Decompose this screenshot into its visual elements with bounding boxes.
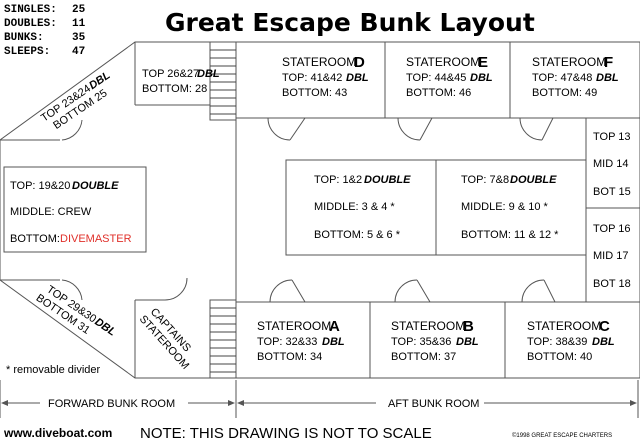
stateroom-d-letter: D xyxy=(354,54,365,71)
removable-divider-note: * removable divider xyxy=(6,364,100,376)
right-bunk-mid-17: MID 17 xyxy=(593,250,628,262)
aft-bunk-room-label: AFT BUNK ROOM xyxy=(388,398,479,410)
stateroom-f-top: TOP: 47&48 xyxy=(532,72,592,84)
stateroom-a: STATEROOM A TOP: 32&33 DBL BOTTOM: 34 xyxy=(257,318,345,363)
doors xyxy=(61,117,556,303)
center-left-top: TOP: 1&2 xyxy=(314,174,362,186)
stateroom-c-name: STATEROOM xyxy=(527,319,601,333)
stateroom-f-bottom: BOTTOM: 49 xyxy=(532,87,597,99)
center-right-middle: MIDDLE: 9 & 10 * xyxy=(461,201,549,213)
stat-doubles-value: 11 xyxy=(72,18,86,30)
room-extents: FORWARD BUNK ROOM AFT BUNK ROOM xyxy=(0,380,639,418)
center-right-double: DOUBLE xyxy=(510,174,557,186)
stat-singles-label: SINGLES: xyxy=(4,4,57,16)
stateroom-a-name: STATEROOM xyxy=(257,319,331,333)
footer-note: NOTE: THIS DRAWING IS NOT TO SCALE xyxy=(140,425,432,442)
forward-left-bottom-divemaster: DIVEMASTER xyxy=(60,233,132,245)
stateroom-d-bottom: BOTTOM: 43 xyxy=(282,87,347,99)
stateroom-f-letter: F xyxy=(604,54,613,71)
stateroom-d-top: TOP: 41&42 xyxy=(282,72,342,84)
center-bunks: TOP: 1&2 DOUBLE MIDDLE: 3 & 4 * BOTTOM: … xyxy=(285,159,587,256)
stat-sleeps-value: 47 xyxy=(72,46,85,58)
forward-left-double: DOUBLE xyxy=(72,180,119,192)
stateroom-c-letter: C xyxy=(599,318,610,335)
right-bunk-top-13: TOP 13 xyxy=(593,131,631,143)
stairs-forward xyxy=(209,41,237,121)
center-right-bottom: BOTTOM: 11 & 12 * xyxy=(461,229,559,241)
right-bunk-top-16: TOP 16 xyxy=(593,223,631,235)
stateroom-e-letter: E xyxy=(478,54,488,71)
forward-left-bottom-label: BOTTOM: xyxy=(10,233,60,245)
stateroom-a-top: TOP: 32&33 xyxy=(257,336,317,348)
stateroom-d-name: STATEROOM xyxy=(282,55,356,69)
stateroom-b-bottom: BOTTOM: 37 xyxy=(391,351,456,363)
stateroom-b: STATEROOM B TOP: 35&36 DBL BOTTOM: 37 xyxy=(391,318,479,363)
forward-bottom-28: BOTTOM: 28 xyxy=(142,83,207,95)
stat-doubles-label: DOUBLES: xyxy=(4,18,57,30)
stateroom-e-dbl: DBL xyxy=(470,72,493,84)
right-bunk-bot-18: BOT 18 xyxy=(593,278,631,290)
stats-block: SINGLES: 25 DOUBLES: 11 BUNKS: 35 SLEEPS… xyxy=(4,4,86,58)
stateroom-a-letter: A xyxy=(329,318,340,335)
center-right-top: TOP: 7&8 xyxy=(461,174,509,186)
stateroom-c: STATEROOM C TOP: 38&39 DBL BOTTOM: 40 xyxy=(527,318,615,363)
stateroom-f-name: STATEROOM xyxy=(532,55,606,69)
stateroom-d: STATEROOM D TOP: 41&42 DBL BOTTOM: 43 xyxy=(282,54,369,99)
stateroom-a-bottom: BOTTOM: 34 xyxy=(257,351,322,363)
page-title: Great Escape Bunk Layout xyxy=(165,8,535,37)
forward-top-2627: TOP 26&27 xyxy=(142,68,199,80)
stateroom-e-bottom: BOTTOM: 46 xyxy=(406,87,471,99)
stat-singles-value: 25 xyxy=(72,4,86,16)
stairs-aft xyxy=(209,299,237,379)
stateroom-b-dbl: DBL xyxy=(456,336,479,348)
forward-left-top: TOP: 19&20 xyxy=(10,180,70,192)
forward-left-middle: MIDDLE: CREW xyxy=(10,206,92,218)
stateroom-e-top: TOP: 44&45 xyxy=(406,72,466,84)
footer: www.diveboat.com NOTE: THIS DRAWING IS N… xyxy=(3,425,612,442)
stateroom-f-dbl: DBL xyxy=(596,72,619,84)
stateroom-c-dbl: DBL xyxy=(592,336,615,348)
stat-bunks-value: 35 xyxy=(72,32,86,44)
forward-top-2627-dbl: DBL xyxy=(197,68,220,80)
forward-top-2930-dbl: DBL xyxy=(92,316,118,339)
center-left-middle: MIDDLE: 3 & 4 * xyxy=(314,201,395,213)
footer-copyright: ©1998 GREAT ESCAPE CHARTERS xyxy=(512,432,612,439)
stateroom-f: STATEROOM F TOP: 47&48 DBL BOTTOM: 49 xyxy=(532,54,619,99)
stateroom-e-name: STATEROOM xyxy=(406,55,480,69)
footer-site: www.diveboat.com xyxy=(3,426,112,440)
stateroom-b-letter: B xyxy=(463,318,474,335)
stateroom-d-dbl: DBL xyxy=(346,72,369,84)
stat-bunks-label: BUNKS: xyxy=(4,32,44,44)
right-bunks: TOP 13 MID 14 BOT 15 TOP 16 MID 17 BOT 1… xyxy=(585,118,640,302)
upper-staterooms xyxy=(236,42,640,378)
stat-sleeps-label: SLEEPS: xyxy=(4,46,50,58)
stateroom-c-bottom: BOTTOM: 40 xyxy=(527,351,592,363)
stateroom-c-top: TOP: 38&39 xyxy=(527,336,587,348)
right-bunk-mid-14: MID 14 xyxy=(593,158,628,170)
stateroom-a-dbl: DBL xyxy=(322,336,345,348)
forward-bunks: TOP 26&27 DBL BOTTOM: 28 TOP 23&24 DBL B… xyxy=(6,68,220,376)
stateroom-e: STATEROOM E TOP: 44&45 DBL BOTTOM: 46 xyxy=(406,54,493,99)
center-left-double: DOUBLE xyxy=(364,174,411,186)
stateroom-b-top: TOP: 35&36 xyxy=(391,336,451,348)
center-left-bottom: BOTTOM: 5 & 6 * xyxy=(314,229,401,241)
forward-bunk-room-label: FORWARD BUNK ROOM xyxy=(48,398,175,410)
stateroom-b-name: STATEROOM xyxy=(391,319,465,333)
right-bunk-bot-15: BOT 15 xyxy=(593,186,631,198)
